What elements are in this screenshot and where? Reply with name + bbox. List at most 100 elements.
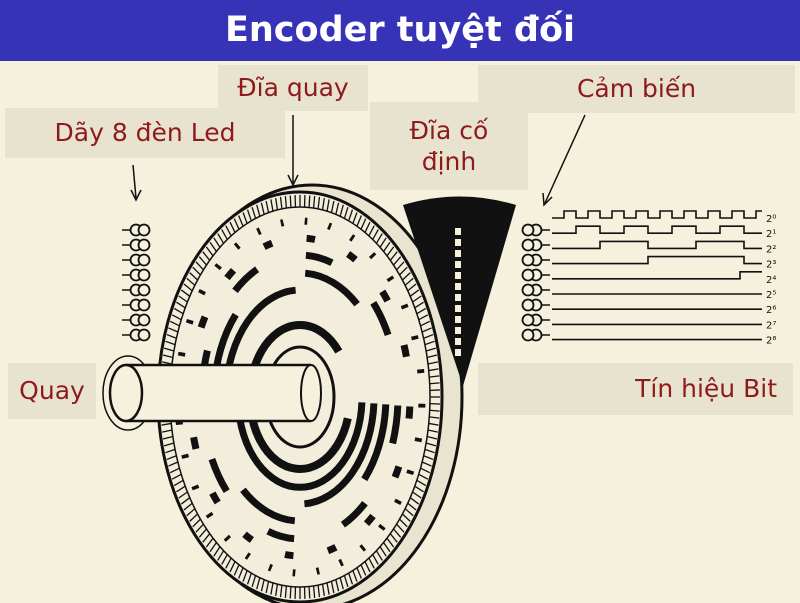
disk-code-segment: [205, 511, 214, 519]
bit-label: 2⁴: [766, 275, 776, 286]
disk-tick: [202, 533, 211, 543]
disk-code-segment: [214, 263, 222, 271]
disk-tick: [372, 554, 379, 565]
disk-tick: [389, 251, 398, 261]
disk-tick: [420, 320, 431, 327]
disk-tick: [427, 429, 439, 433]
disk-tick: [165, 448, 176, 454]
disk-tick: [233, 218, 240, 230]
disk-code-segment: [315, 567, 320, 575]
disk-code-segment: [197, 315, 209, 329]
bit-label: 2³: [766, 260, 776, 271]
disk-tick: [409, 289, 420, 297]
bit-label: 2⁵: [766, 290, 776, 301]
disk-tick: [424, 448, 435, 454]
fixed-disk-slit: [455, 272, 461, 279]
disk-tick: [246, 209, 252, 222]
disk-tick: [425, 347, 437, 352]
disk-tick: [168, 461, 179, 467]
disk-tick: [421, 327, 432, 333]
disk-tick: [426, 435, 438, 440]
disk-tick: [279, 196, 283, 209]
sensor-lens: [521, 298, 535, 312]
label-fixed-disk-line1: Đĩa cố: [409, 115, 489, 145]
disk-code-segment: [266, 528, 295, 543]
disk-tick: [178, 295, 188, 303]
disk-code-segment: [262, 239, 274, 250]
disk-code-segment: [400, 344, 410, 358]
disk-code-segment: [361, 404, 390, 482]
disk-code-segment: [256, 227, 262, 236]
disk-tick: [429, 416, 440, 419]
disk-tick: [238, 215, 244, 227]
disk-code-segment: [191, 484, 200, 491]
label-led-array: Dãy 8 đèn Led: [5, 108, 285, 158]
disk-tick: [348, 572, 354, 585]
fixed-disk-body: [403, 196, 516, 386]
disk-tick: [171, 473, 182, 480]
disk-tick: [213, 237, 221, 248]
disk-tick: [348, 209, 354, 222]
disk-tick: [178, 491, 188, 499]
disk-tick: [393, 256, 402, 266]
disk-tick: [407, 283, 417, 292]
fixed-disk: [403, 196, 516, 386]
disk-tick: [161, 361, 173, 365]
disk-tick: [162, 435, 174, 440]
disk-tick: [176, 485, 186, 493]
disk-tick: [330, 581, 335, 594]
disk-tick: [180, 289, 191, 297]
disk-code-segment: [280, 219, 285, 227]
shaft-inner-end: [300, 364, 322, 422]
sensor-lens: [521, 313, 535, 327]
disk-code-segment: [394, 498, 402, 505]
arrow-sensor-head: [542, 192, 553, 207]
led-lens: [137, 253, 151, 267]
disk-code-segment: [224, 267, 237, 281]
bit-waveform: [552, 240, 762, 250]
fixed-disk-slit: [455, 261, 461, 268]
disk-tick: [229, 221, 236, 233]
disk-code-segment: [208, 457, 230, 494]
disk-tick: [233, 564, 240, 576]
disk-tick: [186, 277, 196, 286]
fixed-disk-slit: [455, 327, 461, 334]
disk-tick: [356, 215, 362, 227]
bit-label: 2¹: [766, 229, 776, 240]
disk-code-segment: [400, 303, 409, 310]
disk-tick: [265, 581, 270, 594]
disk-tick: [383, 542, 391, 553]
disk-tick: [407, 502, 417, 511]
disk-code-segment: [198, 289, 206, 296]
disk-tick: [221, 554, 228, 565]
disk-tick: [386, 537, 395, 548]
disk-tick: [399, 266, 408, 276]
disk-tick: [275, 584, 279, 597]
disk-tick: [404, 277, 414, 286]
disk-tick: [270, 199, 274, 212]
disk-tick: [173, 307, 184, 315]
disk-tick: [198, 528, 207, 538]
disk-tick: [162, 354, 174, 359]
led-lens: [137, 313, 151, 327]
disk-tick: [375, 550, 383, 561]
disk-code-segment: [349, 234, 356, 242]
disk-code-segment: [386, 275, 395, 283]
title-bar: Encoder tuyệt đối: [0, 0, 800, 61]
disk-code-segment: [190, 436, 200, 450]
label-bit-signal: Tín hiệu Bit: [478, 363, 793, 415]
shaft-body: [126, 365, 311, 421]
disk-tick: [161, 422, 172, 426]
disk-code-segment: [363, 513, 376, 527]
disk-tick: [428, 368, 439, 372]
disk-tick: [195, 261, 204, 271]
led-lens: [137, 283, 151, 297]
disk-tick: [335, 202, 340, 215]
disk-code-segment: [389, 405, 402, 445]
disk-tick: [368, 225, 375, 237]
disk-code-segment: [240, 487, 296, 525]
disk-tick: [321, 584, 325, 597]
disk-tick: [321, 197, 325, 210]
label-fixed-disk-line2: định: [421, 147, 477, 176]
